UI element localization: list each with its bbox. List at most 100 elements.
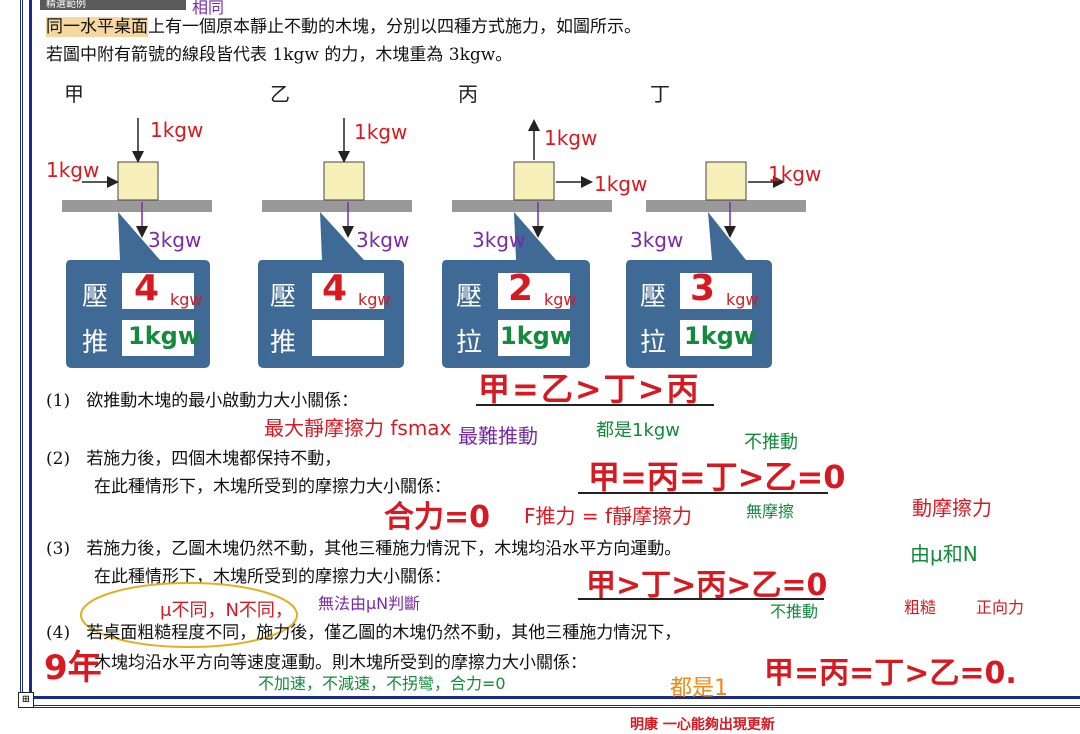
- ding-pull-value: 1kgw: [684, 322, 757, 350]
- panel-label-ding: 丁: [650, 82, 670, 106]
- wood-block: [117, 161, 159, 201]
- ding-press-unit: kgw: [726, 290, 759, 309]
- question-2-text-a: 若施力後，四個木塊都保持不動，: [86, 449, 342, 469]
- answer-4-circle2: 無法由μN判斷: [318, 594, 421, 613]
- answer-2-note: 合力=0: [384, 500, 491, 535]
- answer-3: 甲>丁>丙>乙=0: [586, 568, 828, 603]
- panel-label-bing: 丙: [458, 82, 478, 106]
- jia-push-label: 推: [82, 328, 109, 358]
- panel-jia: [62, 118, 212, 368]
- press-box: [680, 273, 752, 309]
- bing-pull-value: 1kgw: [500, 322, 573, 350]
- panel-yi: [258, 118, 412, 368]
- question-4: (4) 若桌面粗糙程度不同，施力後，僅乙圖的木塊仍然不動，其他三種施力情況下，: [46, 618, 681, 643]
- page-bottom-border: [20, 696, 1080, 708]
- pull-box: [680, 320, 752, 356]
- ding-press-value: 3: [690, 268, 716, 309]
- panel-ding: [626, 161, 806, 368]
- answer-4-note2: 都是1: [670, 676, 728, 701]
- jia-press-value: 4: [134, 268, 160, 309]
- answer-3-right: 動摩擦力: [912, 496, 992, 520]
- answer-2-note3: 無摩擦: [746, 502, 795, 521]
- press-box: [498, 273, 570, 309]
- jia-weight: 3kgw: [148, 228, 202, 252]
- table-surface: [452, 200, 612, 212]
- answer-3-underline: [578, 598, 824, 600]
- yi-press-unit: kgw: [358, 290, 391, 309]
- answer-3-right2: 由μ和N: [910, 542, 978, 566]
- answer-3-right3-b: 正向力: [976, 598, 1025, 617]
- problem-line-2: 若圖中附有箭號的線段皆代表 1kgw 的力，木塊重為 3kgw。: [46, 45, 513, 65]
- push-box: [122, 320, 194, 356]
- question-2-text-b: 在此種情形下，木塊所受到的摩擦力大小關係：: [94, 477, 451, 497]
- question-1-num: (1): [46, 391, 71, 411]
- force-diagrams: [62, 118, 806, 368]
- ding-side-force: 1kgw: [768, 162, 822, 186]
- answer-2-top: 都是1kgw: [596, 420, 681, 441]
- answer-2: 甲=丙=丁>乙=0: [588, 458, 846, 496]
- answer-3-note: 不推動: [770, 602, 819, 621]
- answer-1-underline: [476, 404, 714, 406]
- bing-pull-label: 拉: [456, 328, 483, 358]
- jia-top-force: 1kgw: [150, 118, 204, 142]
- answer-1-note: 最大靜摩擦力 fsmax: [264, 416, 452, 440]
- answer-3-right3-a: 粗糙: [904, 598, 937, 617]
- problem-line-1: 同一水平桌面上有一個原本靜止不動的木塊，分別以四種方式施力，如圖所示。: [46, 12, 641, 37]
- table-surface: [646, 200, 806, 212]
- question-2: (2) 若施力後，四個木塊都保持不動，: [46, 444, 341, 469]
- yi-top-force: 1kgw: [354, 120, 408, 144]
- panel-bing: [442, 119, 612, 368]
- jia-press-unit: kgw: [170, 290, 203, 309]
- wood-block: [323, 161, 365, 201]
- page-left-border: [20, 0, 32, 700]
- ding-press-label: 壓: [640, 282, 667, 312]
- yi-push-label: 推: [270, 328, 297, 358]
- ding-pull-label: 拉: [640, 328, 667, 358]
- answer-4-circle: μ不同，N不同，: [160, 600, 293, 621]
- question-2-num: (2): [46, 449, 71, 469]
- bing-press-label: 壓: [456, 282, 483, 312]
- problem-line-1-rest: 上有一個原本靜止不動的木塊，分別以四種方式施力，如圖所示。: [148, 17, 641, 37]
- section-tab: 精選範例: [40, 0, 186, 10]
- answer-2-note2: F推力 = f靜摩擦力: [524, 504, 693, 528]
- bing-press-unit: kgw: [544, 290, 577, 309]
- panel-label-yi: 乙: [270, 82, 290, 106]
- bing-press-value: 2: [508, 268, 534, 309]
- answer-1-note2: 最難推動: [458, 424, 538, 448]
- answer-2-top2: 不推動: [744, 432, 798, 453]
- question-4-text-a: 若桌面粗糙程度不同，施力後，僅乙圖的木塊仍然不動，其他三種施力情況下，: [86, 623, 682, 643]
- answer-4-note: 不加速，不減速，不拐彎，合力=0: [258, 674, 506, 693]
- press-box: [122, 273, 194, 309]
- jia-press-label: 壓: [82, 282, 109, 312]
- question-3-text-b: 在此種情形下，木塊所受到的摩擦力大小關係：: [94, 567, 451, 587]
- answer-4: 甲=丙=丁>乙=0.: [764, 656, 1017, 691]
- question-1-text: 欲推動木塊的最小啟動力大小關係：: [86, 391, 359, 411]
- header-scrawl: 相同: [192, 0, 225, 17]
- wood-block: [513, 161, 555, 201]
- pull-box: [498, 320, 570, 356]
- jia-side-force: 1kgw: [46, 158, 100, 182]
- answer-2-underline: [578, 492, 828, 494]
- table-surface: [62, 200, 212, 212]
- yi-weight: 3kgw: [356, 228, 410, 252]
- question-4-num: (4): [46, 623, 71, 643]
- answer-4-year: 9年: [44, 648, 102, 688]
- question-3-text-a: 若施力後，乙圖木塊仍然不動，其他三種施力情況下，木塊均沿水平方向運動。: [86, 539, 682, 559]
- panel-label-jia: 甲: [64, 82, 84, 106]
- footer-logo: 明康 一心能夠出現更新: [630, 717, 775, 733]
- yi-press-value: 4: [322, 268, 348, 309]
- jia-push-value: 1kgw: [128, 322, 201, 350]
- table-surface: [262, 200, 412, 212]
- bing-weight: 3kgw: [472, 228, 526, 252]
- question-3: (3) 若施力後，乙圖木塊仍然不動，其他三種施力情況下，木塊均沿水平方向運動。: [46, 534, 681, 559]
- corner-icon[interactable]: ⊞: [18, 692, 34, 708]
- push-box: [312, 320, 384, 356]
- problem-highlight: 同一水平桌面: [46, 17, 148, 37]
- bing-top-force: 1kgw: [544, 126, 598, 150]
- bing-side-force: 1kgw: [594, 172, 648, 196]
- yi-press-label: 壓: [270, 282, 297, 312]
- question-4-text-b: 木塊均沿水平方向等速度運動。則木塊所受到的摩擦力大小關係：: [94, 653, 587, 673]
- ding-weight: 3kgw: [630, 228, 684, 252]
- question-1: (1) 欲推動木塊的最小啟動力大小關係：: [46, 386, 358, 411]
- answer-1: 甲=乙>丁>丙: [478, 370, 701, 408]
